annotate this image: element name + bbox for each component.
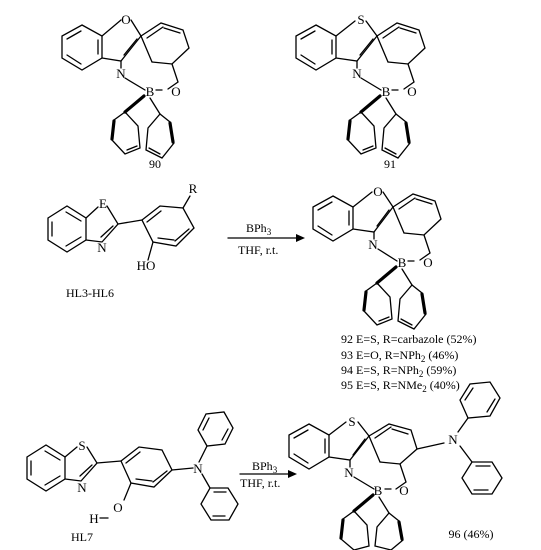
atom-b: B [374,483,383,498]
atom-s: S [348,414,355,429]
atom-o-chelate: O [407,84,416,99]
reagent-label: BPh3 [246,221,272,237]
atom-o-ring: O [373,184,382,199]
atom-o: O [113,500,122,515]
atom-n: N [344,465,354,480]
reactant-label: HL3-HL6 [66,286,114,300]
product-92-95: O N B O 92 E=S, R=carbazole (52%) 93 E=O… [312,184,477,394]
reaction-arrow-2: BPh3 THF, r.t. [239,459,297,490]
atom-o: O [399,483,408,498]
atom-b: B [382,84,391,99]
reactant-hl3-hl6: E N R HO HL3-HL6 [47,181,198,300]
reactant-label: HL7 [71,530,93,544]
atom-n: N [116,66,126,81]
atom-s: S [78,438,85,453]
atom-ho: HO [137,258,156,273]
atom-b: B [146,84,155,99]
atom-n: N [97,240,107,255]
atom-r: R [189,181,198,196]
atom-n-amine: N [193,461,203,476]
atom-o-chelate: O [171,84,180,99]
atom-n-amine: N [448,432,458,447]
atom-n: N [352,66,362,81]
product-line-94: 94 E=S, R=NPh2 (59%) [341,363,456,379]
reaction-arrow-1: BPh3 THF, r.t. [227,221,305,257]
compound-90: O N B O 90 [61,12,190,171]
product-line-95: 95 E=S, R=NMe2 (40%) [341,378,460,394]
atom-o-chelate: O [423,255,432,270]
reagent-label: BPh3 [252,459,278,475]
atom-s-ring: S [357,12,364,27]
compound-90-label: 90 [149,157,161,171]
product-line-92: 92 E=S, R=carbazole (52%) [341,332,477,346]
product-96: S N B O N 96 (46%) [288,381,503,550]
atom-n: N [368,237,378,252]
atom-e: E [99,196,107,211]
compound-91-label: 91 [384,157,396,171]
atom-h: H [89,511,98,526]
product-96-label: 96 (46%) [449,527,494,541]
atom-b: B [398,255,407,270]
atom-o-ring: O [121,12,130,27]
atom-n: N [77,480,87,495]
compound-91: S N B O 91 [295,12,426,171]
conditions-label: THF, r.t. [238,243,278,257]
product-line-93: 93 E=O, R=NPh2 (46%) [341,348,458,364]
conditions-label: THF, r.t. [240,476,280,490]
reactant-hl7: S N N H O HL7 [26,411,239,544]
